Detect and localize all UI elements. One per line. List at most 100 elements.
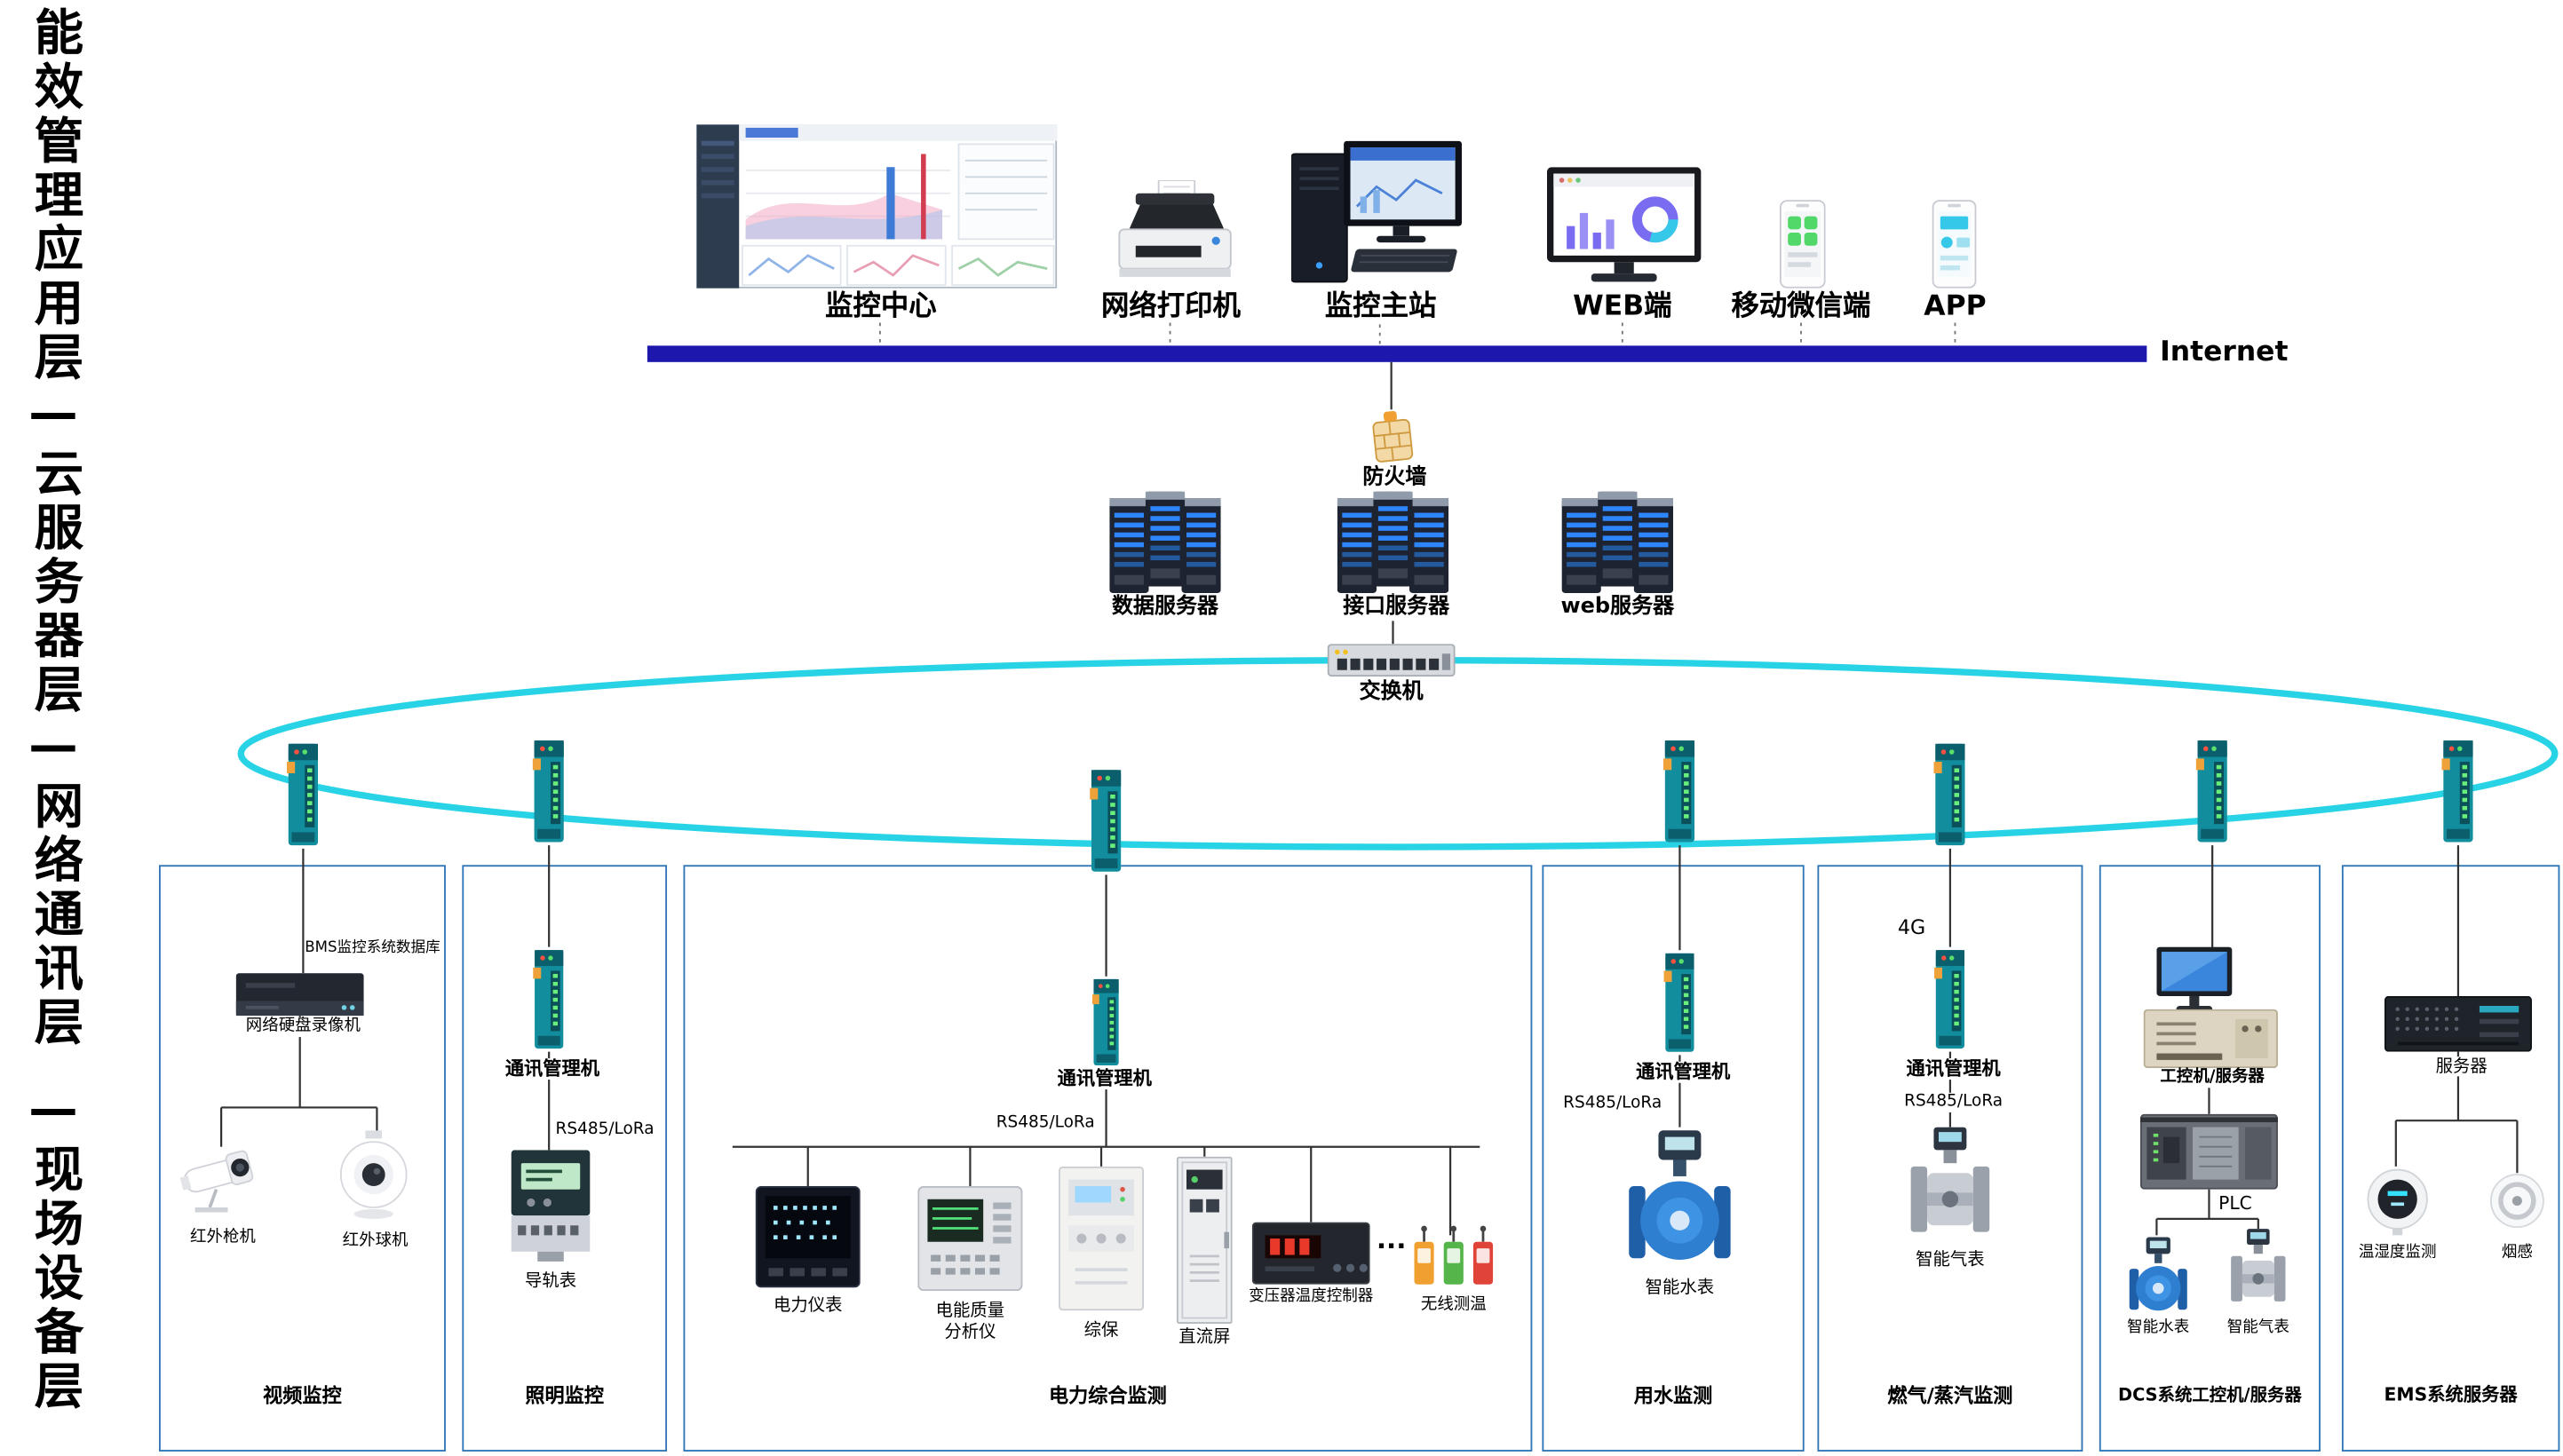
app-phone-icon xyxy=(1932,200,1977,289)
label-monitoring-center: 监控中心 xyxy=(825,289,937,323)
industrial-pc-icon xyxy=(2143,1009,2278,1069)
label-protection: 综保 xyxy=(1083,1320,1119,1341)
comm-manager-icon xyxy=(2196,737,2229,845)
section-title-gas: 燃气/蒸汽监测 xyxy=(1887,1384,2013,1408)
label-bus-lighting: RS485/LoRa xyxy=(555,1120,655,1139)
label-switch: 交换机 xyxy=(1359,679,1424,705)
dc-panel-icon xyxy=(1176,1156,1233,1325)
wireless-temp-sensor-icon xyxy=(1413,1225,1436,1287)
network-printer-icon xyxy=(1118,179,1232,277)
section-title-video: 视频监控 xyxy=(263,1384,342,1408)
firewall-icon xyxy=(1372,410,1414,463)
smoke-detector-icon xyxy=(2489,1174,2544,1229)
data-server-icon xyxy=(1109,491,1221,593)
monitoring-workstation-icon xyxy=(1291,140,1463,283)
protection-relay-icon xyxy=(1059,1166,1145,1311)
label-wireless-temp: 无线测温 xyxy=(1420,1295,1487,1314)
wechat-phone-icon xyxy=(1779,200,1826,289)
label-gateway-water: 通讯管理机 xyxy=(1614,1060,1752,1084)
label-ellipsis: ··· xyxy=(1376,1230,1407,1262)
section-title-dcs: DCS系统工控机/服务器 xyxy=(2118,1386,2302,1406)
label-4g: 4G xyxy=(1897,915,1926,939)
comm-manager-icon xyxy=(1934,950,1965,1049)
smart-gas-meter-icon xyxy=(2231,1229,2286,1302)
wireless-temp-sensor-icon xyxy=(1472,1225,1495,1287)
label-bus-power: RS485/LoRa xyxy=(996,1113,1095,1133)
comm-manager-icon xyxy=(533,950,564,1049)
wireless-temp-sensor-icon xyxy=(1442,1225,1465,1287)
label-dcs-gas-meter: 智能气表 xyxy=(2226,1318,2289,1337)
comm-manager-icon xyxy=(1091,978,1119,1066)
label-ems-server: 服务器 xyxy=(2412,1056,2511,1077)
din-rail-meter-icon xyxy=(511,1150,591,1262)
internet-label: Internet xyxy=(2160,336,2289,369)
smart-water-meter-icon xyxy=(2129,1237,2187,1311)
label-app: APP xyxy=(1924,289,1987,323)
interface-server-icon xyxy=(1337,491,1449,593)
comm-manager-icon xyxy=(1663,737,1696,845)
label-monitoring-workstation: 监控主站 xyxy=(1324,289,1437,323)
industrial-monitor-icon xyxy=(2156,946,2233,1013)
smart-gas-meter-icon xyxy=(1908,1128,1993,1246)
label-plc: PLC xyxy=(2218,1192,2252,1215)
transformer-temp-controller-icon xyxy=(1251,1222,1370,1285)
layer-label-app-cloud: 能效管理应用层—云服务器层— xyxy=(24,6,83,780)
label-power-quality-2: 分析仪 xyxy=(944,1322,996,1342)
power-meter-icon xyxy=(755,1185,861,1288)
comm-manager-icon xyxy=(1933,740,1966,849)
switch-icon xyxy=(1327,644,1456,677)
power-quality-analyzer-icon xyxy=(917,1185,1023,1292)
label-interface-server: 接口服务器 xyxy=(1322,595,1471,621)
label-gateway-gas: 通讯管理机 xyxy=(1885,1057,2023,1080)
label-dcs-water-meter: 智能水表 xyxy=(2127,1318,2190,1337)
section-title-water: 用水监测 xyxy=(1633,1384,1713,1408)
section-title-ems: EMS系统服务器 xyxy=(2384,1384,2518,1406)
comm-manager-icon xyxy=(287,740,320,849)
label-smoke-detector: 烟感 xyxy=(2501,1243,2533,1262)
section-title-lighting: 照明监控 xyxy=(525,1384,604,1408)
label-bms-database: BMS监控系统数据库 xyxy=(305,940,440,957)
comm-manager-icon xyxy=(1663,953,1694,1052)
label-transformer-controller: 变压器温度控制器 xyxy=(1249,1287,1374,1306)
label-web-server: web服务器 xyxy=(1560,594,1675,620)
label-data-server: 数据服务器 xyxy=(1112,594,1218,620)
monitoring-center-screenshot-icon xyxy=(696,124,1058,289)
label-mobile-wechat: 移动微信端 xyxy=(1731,289,1871,323)
label-bus-water: RS485/LoRa xyxy=(1563,1094,1662,1112)
section-title-power: 电力综合监测 xyxy=(1048,1384,1167,1408)
label-power-meter: 电力仪表 xyxy=(773,1295,843,1316)
layer-label-field: —现场设备层 xyxy=(24,1080,83,1414)
label-firewall: 防火墙 xyxy=(1340,465,1449,492)
label-smart-water-meter: 智能水表 xyxy=(1645,1278,1715,1298)
section-box-power xyxy=(683,865,1533,1452)
web-terminal-monitor-icon xyxy=(1546,167,1702,282)
layer-label-network: 网络通讯层 xyxy=(24,779,83,1050)
label-din-rail-meter: 导轨表 xyxy=(524,1270,577,1292)
internet-backbone-bar xyxy=(647,345,2147,362)
smart-water-meter-icon xyxy=(1626,1128,1734,1271)
nvr-icon xyxy=(235,973,364,1017)
ems-server-icon xyxy=(2384,995,2532,1052)
label-temp-humidity: 温湿度监测 xyxy=(2358,1243,2437,1262)
bullet-camera-icon xyxy=(179,1150,254,1213)
comm-manager-icon xyxy=(2441,737,2474,845)
plc-icon xyxy=(2139,1113,2278,1190)
label-ir-bullet-camera: 红外枪机 xyxy=(190,1228,256,1247)
label-gateway-power: 通讯管理机 xyxy=(1036,1067,1174,1090)
section-box-ems xyxy=(2341,865,2560,1452)
web-server-icon xyxy=(1561,491,1674,593)
comm-manager-icon xyxy=(1090,767,1123,875)
comm-manager-icon xyxy=(533,737,566,845)
label-dc-panel: 直流屏 xyxy=(1178,1326,1231,1347)
temp-humidity-monitor-icon xyxy=(2367,1168,2428,1236)
dome-camera-icon xyxy=(339,1130,408,1219)
label-web-terminal: WEB端 xyxy=(1573,289,1672,323)
label-gateway-lighting: 通讯管理机 xyxy=(483,1057,622,1080)
label-ir-dome-camera: 红外球机 xyxy=(342,1231,409,1250)
label-industrial-pc: 工控机/服务器 xyxy=(2133,1068,2291,1088)
label-nvr: 网络硬盘录像机 xyxy=(222,1017,384,1037)
label-power-quality-1: 电能质量 xyxy=(935,1301,1005,1321)
label-bus-gas: RS485/LoRa xyxy=(1896,1092,2012,1112)
label-smart-gas-meter: 智能气表 xyxy=(1916,1249,1985,1270)
